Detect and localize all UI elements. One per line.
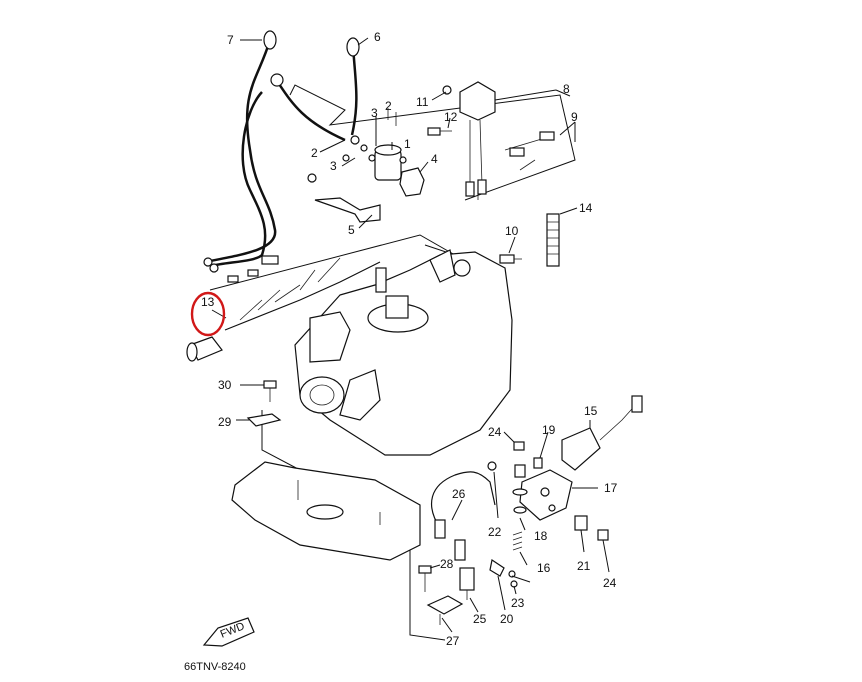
callout-1: 1 bbox=[404, 137, 411, 151]
callout-11: 11 bbox=[416, 95, 429, 109]
washer-22[interactable] bbox=[487, 461, 527, 514]
callout-30: 30 bbox=[218, 378, 232, 392]
callout-23: 23 bbox=[511, 596, 525, 610]
pin-16[interactable] bbox=[508, 570, 516, 578]
bolt-10[interactable] bbox=[499, 254, 522, 264]
callout-2: 2 bbox=[311, 146, 318, 160]
callout-15: 15 bbox=[584, 404, 598, 418]
collar-21[interactable] bbox=[574, 515, 588, 531]
relay-cap-4[interactable] bbox=[399, 167, 425, 197]
callout-17: 17 bbox=[604, 481, 618, 495]
wire-harness-13[interactable] bbox=[186, 255, 381, 362]
callout-4: 4 bbox=[431, 152, 438, 166]
spring-18[interactable] bbox=[512, 531, 523, 551]
callout-28: 28 bbox=[440, 557, 454, 571]
callout-13: 13 bbox=[201, 295, 215, 309]
callout-3: 3 bbox=[330, 159, 337, 173]
bolt-28[interactable] bbox=[418, 565, 432, 592]
neutral-switch-15[interactable] bbox=[561, 395, 643, 471]
callout-21: 21 bbox=[577, 559, 591, 573]
fwd-arrow-icon: FWD bbox=[202, 617, 255, 647]
nuts-2-3[interactable] bbox=[307, 108, 397, 183]
clamp-29[interactable] bbox=[246, 413, 282, 427]
callout-3: 3 bbox=[371, 106, 378, 120]
battery-cable-7[interactable] bbox=[203, 30, 277, 273]
leader-lines bbox=[211, 37, 610, 633]
callout-8: 8 bbox=[563, 82, 570, 96]
cable-26[interactable] bbox=[431, 471, 496, 561]
callout-14: 14 bbox=[579, 201, 593, 215]
stud-bolt-14[interactable] bbox=[546, 213, 560, 267]
callout-18: 18 bbox=[534, 529, 548, 543]
callout-24: 24 bbox=[603, 576, 617, 590]
callout-26: 26 bbox=[452, 487, 466, 501]
callout-20: 20 bbox=[500, 612, 514, 626]
callout-5: 5 bbox=[348, 223, 355, 237]
callout-12: 12 bbox=[444, 110, 458, 124]
callout-19: 19 bbox=[542, 423, 556, 437]
callout-10: 10 bbox=[505, 224, 519, 238]
engine-block bbox=[294, 249, 513, 456]
bolt-19[interactable] bbox=[533, 457, 543, 469]
bolt-12[interactable] bbox=[427, 127, 452, 136]
callout-2: 2 bbox=[385, 99, 392, 113]
lower-casing bbox=[231, 461, 421, 561]
lead-wire-9[interactable] bbox=[504, 131, 555, 171]
callout-22: 22 bbox=[488, 525, 502, 539]
bolt-24-lower[interactable] bbox=[597, 529, 609, 541]
bolt-24-upper[interactable] bbox=[512, 441, 528, 496]
callout-9: 9 bbox=[571, 110, 578, 124]
bracket-5[interactable] bbox=[314, 197, 381, 223]
highlight-circle bbox=[190, 291, 226, 337]
battery-cable-6[interactable] bbox=[270, 37, 360, 142]
plunger-20[interactable] bbox=[489, 559, 505, 577]
plate-27[interactable] bbox=[426, 595, 464, 625]
callout-24: 24 bbox=[488, 425, 502, 439]
callout-7: 7 bbox=[227, 33, 234, 47]
bracket-17[interactable] bbox=[519, 469, 573, 521]
callout-25: 25 bbox=[473, 612, 487, 626]
callout-6: 6 bbox=[374, 30, 381, 44]
bolt-30[interactable] bbox=[263, 380, 277, 402]
callout-27: 27 bbox=[446, 634, 460, 648]
starter-switch-25[interactable] bbox=[459, 567, 475, 600]
callout-29: 29 bbox=[218, 415, 232, 429]
callout-16: 16 bbox=[537, 561, 551, 575]
starter-relay-1[interactable] bbox=[368, 144, 407, 181]
diagram-code: 66TNV-8240 bbox=[184, 661, 246, 673]
rectifier-regulator-8[interactable] bbox=[459, 81, 496, 200]
callout-labels: 7 6 1 2 2 3 3 4 5 8 9 11 12 10 14 13 30 … bbox=[201, 30, 618, 648]
